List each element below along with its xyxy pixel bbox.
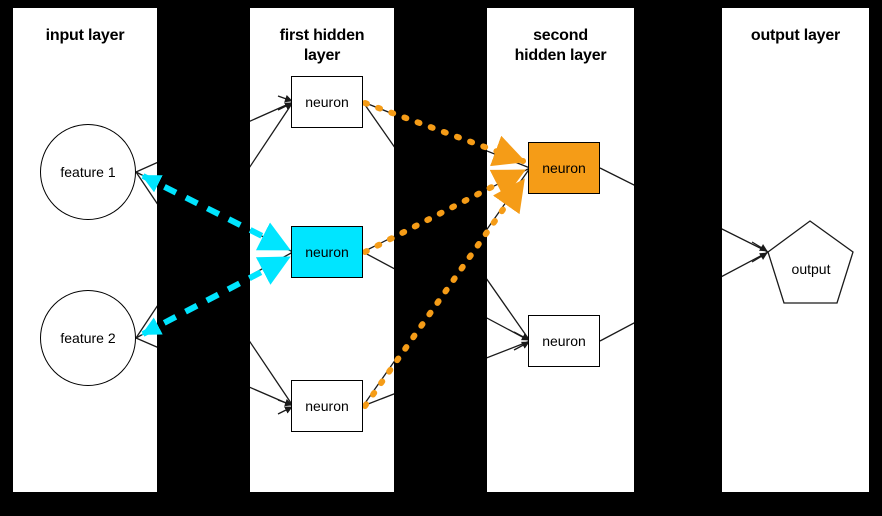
node-h1-neuron-3[interactable]: neuron: [291, 380, 363, 432]
layer-title-output: output layer: [750, 27, 841, 44]
node-h1-neuron-2-highlighted[interactable]: neuron: [291, 226, 363, 278]
node-feature-2[interactable]: feature 2: [40, 290, 136, 386]
layer-panel-input: input layer: [13, 8, 157, 492]
plain-connections: [135, 101, 769, 407]
node-h2-neuron-2-label: neuron: [542, 333, 586, 349]
layer-title-first-hidden-line1: first hidden: [279, 27, 365, 44]
node-h1-neuron-1[interactable]: neuron: [291, 76, 363, 128]
layer-title-first-hidden: first hidden layer: [250, 26, 394, 66]
node-h1-neuron-3-label: neuron: [305, 398, 349, 414]
node-feature-2-label: feature 2: [60, 330, 116, 346]
layer-title-second-hidden-line1: second: [533, 27, 588, 44]
node-output[interactable]: output: [768, 221, 854, 305]
node-feature-1-label: feature 1: [60, 164, 116, 180]
layer-title-input: input layer: [45, 27, 125, 44]
layer-title-second-hidden-line2: hidden layer: [514, 47, 607, 64]
node-feature-1[interactable]: feature 1: [40, 124, 136, 220]
layer-title-first-hidden-line2: layer: [303, 47, 341, 64]
node-h1-neuron-2-label: neuron: [305, 244, 349, 260]
layer-title-second-hidden: second hidden layer: [487, 26, 634, 66]
node-h2-neuron-2[interactable]: neuron: [528, 315, 600, 367]
node-h1-neuron-1-label: neuron: [305, 94, 349, 110]
node-output-label: output: [791, 261, 831, 277]
node-h2-neuron-1-label: neuron: [542, 160, 586, 176]
layer-panel-second-hidden: second hidden layer: [487, 8, 634, 492]
node-h2-neuron-1-highlighted[interactable]: neuron: [528, 142, 600, 194]
